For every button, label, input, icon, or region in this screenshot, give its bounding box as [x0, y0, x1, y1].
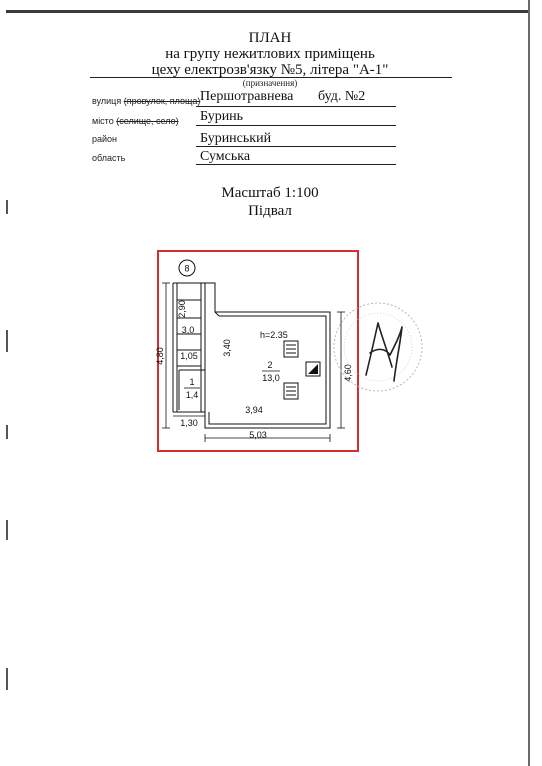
scan-left-mark	[6, 668, 8, 690]
scan-left-mark	[6, 330, 8, 352]
entrance-number: 8	[184, 264, 189, 274]
document-title: ПЛАН	[248, 30, 292, 46]
entrance-marker	[178, 259, 196, 277]
dim-stair-lower: 1,05	[180, 351, 198, 361]
scale-label: Масштаб 1:100	[221, 185, 319, 201]
street-label: вулиця (провулок, площа)	[92, 96, 201, 106]
district-label: район	[92, 134, 118, 144]
city-label: місто (селище, село)	[92, 116, 179, 126]
dim-stair-mid: 3,0	[182, 325, 195, 335]
title-underline	[90, 77, 452, 78]
dim-right-height: 4,60	[343, 364, 353, 382]
room-2-walls	[200, 282, 331, 429]
scan-top-edge	[6, 10, 530, 13]
dim-stair-upper: 2,90	[177, 300, 187, 318]
title-line-1: на групу нежитлових приміщень	[165, 46, 375, 62]
title-line-2: цеху електрозв'язку №5, літера "А-1"	[151, 62, 389, 78]
dim-overall-width: 5,03	[249, 430, 267, 440]
heater-unit	[305, 361, 321, 377]
street-underline	[196, 106, 396, 107]
scan-right-edge	[528, 0, 530, 766]
vent-lower	[283, 382, 299, 400]
region-underline	[196, 164, 396, 165]
room-2-number: 2	[267, 360, 272, 370]
vent-upper	[283, 340, 299, 358]
city-value: Буринь	[200, 109, 244, 124]
dim-room2-height: 3,40	[222, 339, 232, 357]
stair-block	[172, 282, 206, 413]
region-value: Сумська	[200, 149, 251, 164]
city-underline	[196, 125, 396, 126]
dim-overall-height: 4,80	[155, 347, 165, 365]
signature-mark	[365, 322, 403, 382]
scan-left-mark	[6, 200, 8, 214]
street-value: Першотравнева	[200, 89, 294, 104]
scan-left-mark	[6, 520, 8, 540]
room-1-number: 1	[189, 377, 194, 387]
dim-bottom-left: 1,30	[180, 418, 198, 428]
room-2-area: 13,0	[262, 373, 280, 383]
official-seal	[333, 302, 423, 392]
district-underline	[196, 146, 396, 147]
district-value: Буринський	[200, 131, 272, 146]
dim-room2-width: 3,94	[245, 405, 263, 415]
region-label: область	[92, 153, 126, 163]
scan-left-mark	[6, 425, 8, 439]
highlight-frame	[157, 250, 359, 452]
ceiling-height-label: h=2.35	[260, 330, 288, 340]
building-value: буд. №2	[318, 89, 366, 104]
room-1-area: 1,4	[186, 390, 199, 400]
purpose-caption: (призначення)	[242, 78, 298, 88]
floor-label: Підвал	[248, 203, 292, 219]
